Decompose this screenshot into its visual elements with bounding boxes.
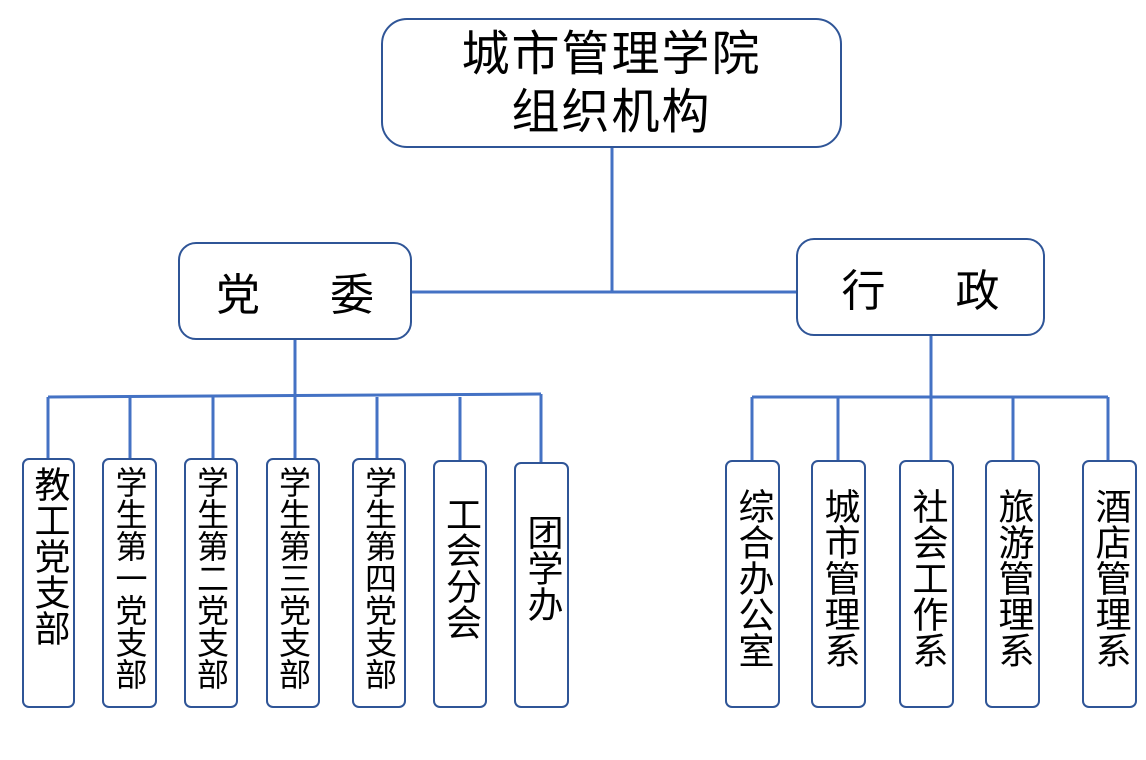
social-work-dept-label: 社会工作系 [906, 488, 948, 668]
party-branch-student-2: 学生第二党支部 [184, 458, 238, 708]
hotel-management-dept-label: 酒店管理系 [1089, 488, 1131, 668]
tourism-management-dept: 旅游管理系 [985, 460, 1040, 708]
social-work-dept: 社会工作系 [899, 460, 954, 708]
party-branch-student-2-label: 学生第二党支部 [192, 466, 230, 690]
general-office-label: 综合办公室 [732, 488, 774, 668]
urban-management-dept: 城市管理系 [811, 460, 866, 708]
labor-union-branch: 工会分会 [433, 460, 487, 708]
youth-league-office-label: 团学办 [521, 514, 563, 622]
urban-management-dept-label: 城市管理系 [818, 488, 860, 668]
general-office: 综合办公室 [725, 460, 780, 708]
party-branch-student-1: 学生第一党支部 [102, 458, 157, 708]
tourism-management-dept-label: 旅游管理系 [992, 488, 1034, 668]
youth-league-office: 团学办 [514, 462, 569, 708]
labor-union-branch-label: 工会分会 [440, 496, 481, 640]
administration-node: 行 政 [796, 238, 1045, 336]
party-branch-student-1-label: 学生第一党支部 [110, 466, 149, 690]
party-branch-student-4: 学生第四党支部 [352, 458, 406, 708]
party-branch-student-4-label: 学生第四党支部 [360, 466, 398, 690]
party-branch-teaching-staff: 教工党支部 [22, 458, 75, 708]
party-branch-student-3: 学生第三党支部 [266, 458, 320, 708]
root-title-line2: 组织机构 [511, 84, 712, 140]
party-branch-student-3-label: 学生第三党支部 [274, 466, 312, 690]
party-branch-teaching-staff-label: 教工党支部 [28, 466, 70, 646]
hotel-management-dept: 酒店管理系 [1082, 460, 1137, 708]
root-title-line1: 城市管理学院 [461, 26, 762, 82]
connector-party-branch-bar [47, 392, 542, 399]
party-committee-node: 党 委 [178, 242, 412, 340]
root-node: 城市管理学院 组织机构 [381, 18, 842, 148]
